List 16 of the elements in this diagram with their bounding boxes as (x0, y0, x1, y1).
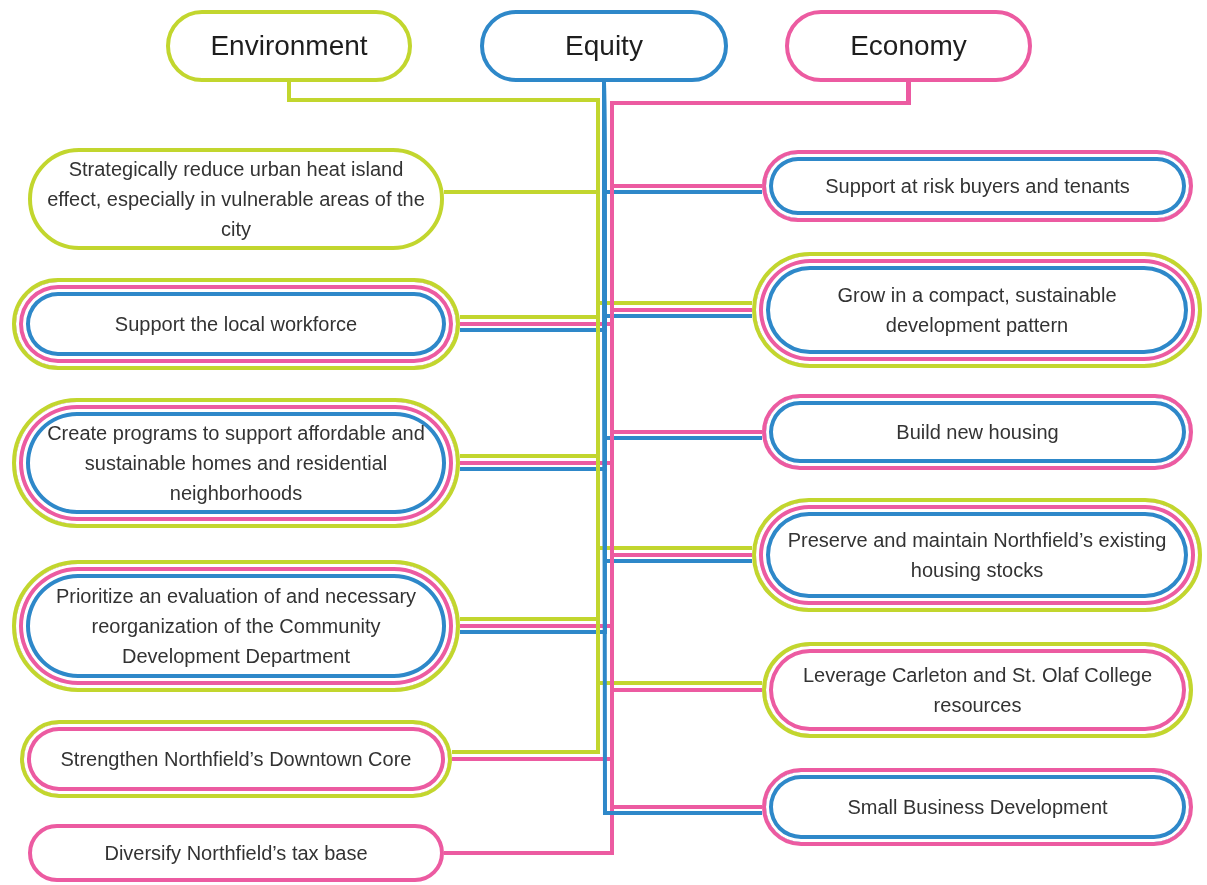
node-text: Build new housing (896, 420, 1059, 445)
node-text: Equity (565, 29, 643, 63)
node-text: Prioritize an evaluation of and necessary reorganization of the Community Development Department (54, 584, 418, 669)
node-text: Create programs to support affordable and sustainable homes and residential neighborhoods (46, 421, 426, 506)
node-text: Strengthen Northfield’s Downtown Core (60, 747, 412, 772)
node-text: Grow in a compact, sustainable development pattern (836, 283, 1118, 338)
node-text: Strategically reduce urban heat island effect, especially in vulnerable areas of the city (46, 157, 426, 242)
node-text: Support the local workforce (114, 312, 358, 337)
node-text: Preserve and maintain Northfield’s existing housing stocks (786, 528, 1168, 583)
node-text: Diversify Northfield’s tax base (104, 841, 368, 866)
node-text: Small Business Development (847, 795, 1108, 820)
node-text: Leverage Carleton and St. Olaf College resources (801, 663, 1154, 718)
node-text: Environment (210, 29, 368, 63)
goal-box (28, 824, 444, 882)
node-text: Economy (850, 29, 967, 63)
node-text: Support at risk buyers and tenants (825, 174, 1130, 199)
